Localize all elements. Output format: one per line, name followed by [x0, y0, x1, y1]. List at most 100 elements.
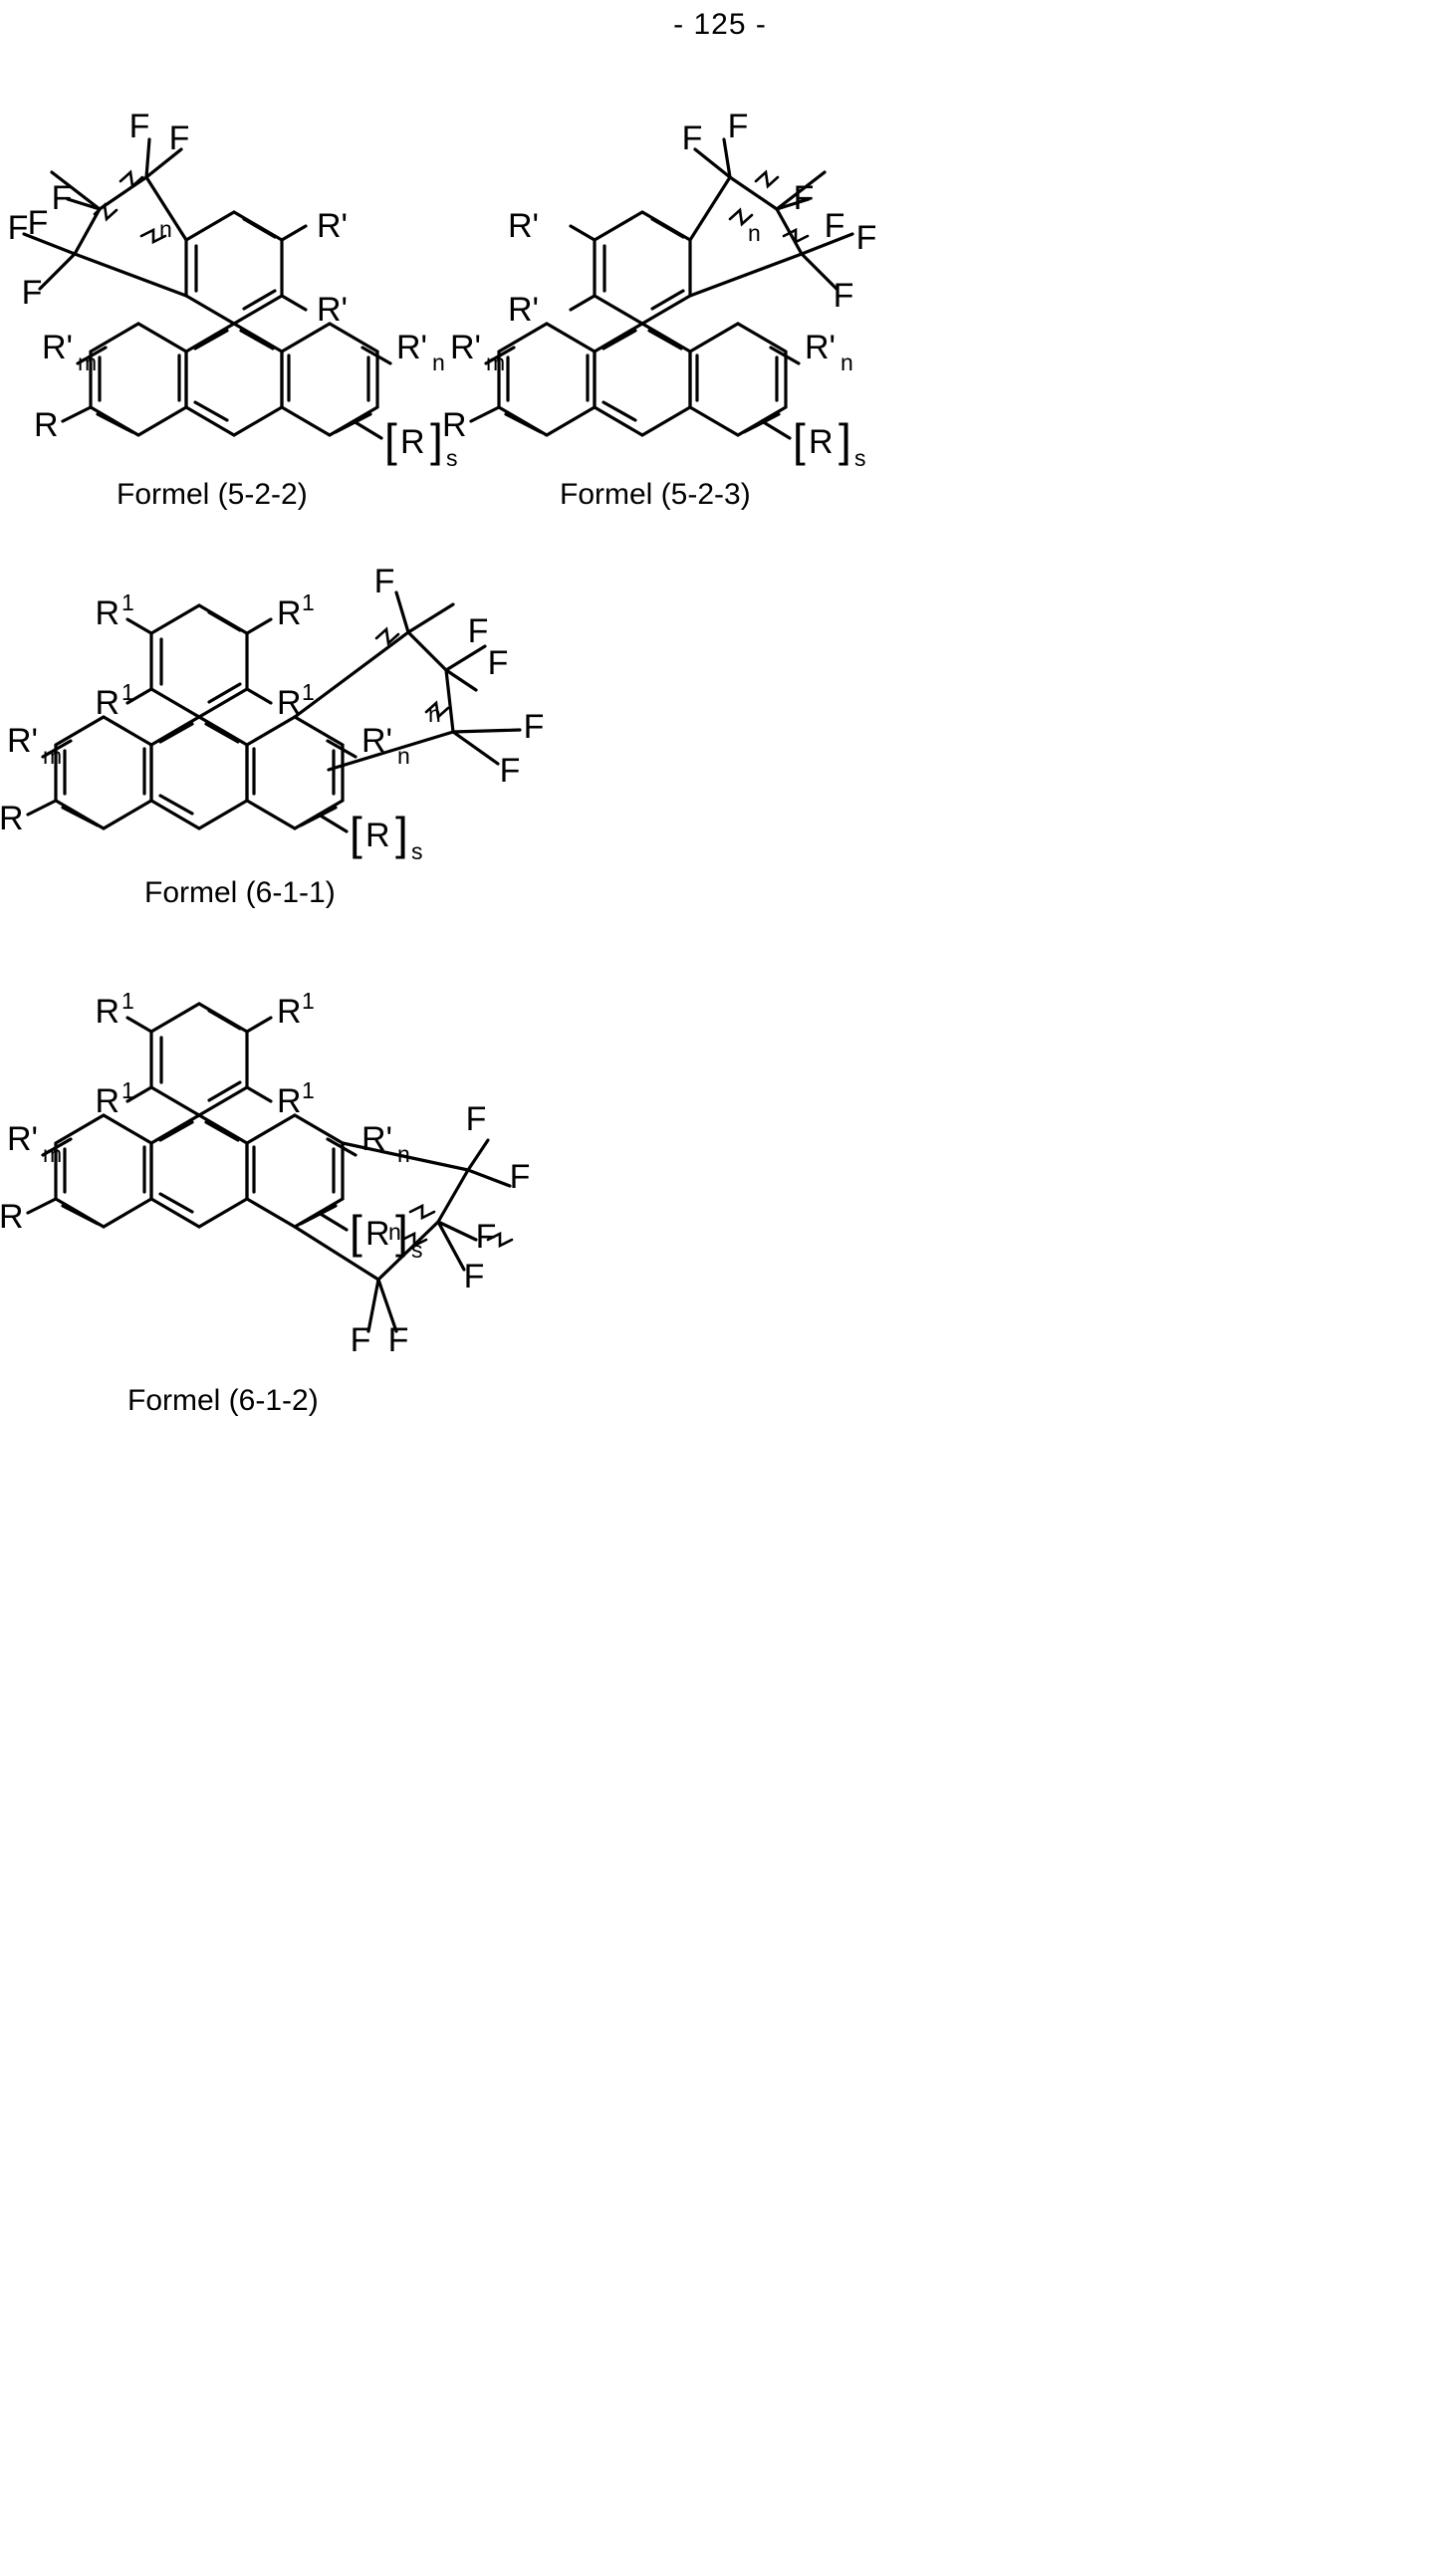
- chain-bond-F-d: [436, 1220, 466, 1272]
- central-inner-1: [193, 329, 229, 351]
- chain-bond-F-a: [394, 590, 410, 634]
- fluorine-label: F: [856, 219, 877, 257]
- top-ring-inner-bond-2: [207, 610, 242, 632]
- fluorine-label: F: [28, 204, 49, 242]
- subscript-n: n: [432, 350, 445, 375]
- chain-bond-2: [436, 1168, 470, 1224]
- bond-to-R1-mid-left: [125, 687, 153, 705]
- chain-bond-F-d: [22, 232, 77, 256]
- top-ring-inner-bond-3: [207, 682, 242, 704]
- left-ring-inner-3: [61, 806, 100, 827]
- structure-formel-5-2-3: F F F F F F R' R' R' m R' n R [ R ] s n: [442, 60, 931, 498]
- chain-bond-2: [728, 175, 779, 211]
- substituent-label-r-prime-n: R': [361, 722, 392, 760]
- central-inner-1: [601, 329, 637, 351]
- hash-mark-left: [484, 346, 516, 365]
- fluorine-label: F: [500, 752, 521, 790]
- repeat-squiggle-a: [374, 626, 400, 646]
- chem-diagram-6-1-2: F F F F F F R 1 R 1 R 1 R 1 R' m R' n R …: [0, 988, 531, 1359]
- superscript-1: 1: [121, 589, 134, 615]
- bond-to-R-bottom: [26, 1197, 58, 1215]
- fluorine-label: F: [468, 612, 489, 650]
- substituent-label-r1-mid-right: R: [277, 1082, 302, 1120]
- core-top-ring: [593, 210, 692, 326]
- substituent-label-r-prime-m: R': [42, 329, 73, 366]
- substituent-label-r-prime-upper: R': [508, 207, 539, 245]
- chain-bond-F-b: [466, 1168, 512, 1188]
- chain-bond-1: [341, 1141, 470, 1172]
- bond-to-R1-top-left: [125, 1016, 153, 1034]
- substituent-label-r-prime-m: R': [450, 329, 481, 366]
- chain-bond-F-a: [144, 137, 151, 179]
- bracket-open: [: [350, 1206, 362, 1258]
- substituent-label-r: R: [0, 800, 24, 837]
- bracket-content-r: R: [809, 423, 834, 461]
- fluorine-label: F: [794, 179, 815, 217]
- repeat-squiggle-c: [486, 1231, 514, 1249]
- chain-bond-F-e: [366, 1278, 380, 1333]
- fluorine-label: F: [825, 207, 845, 245]
- core-top-ring: [149, 603, 249, 719]
- chem-diagram-5-2-2: F F F F F F R' R' R' m R' n R [ R ] s n: [8, 108, 458, 471]
- substituent-label-r-prime-n: R': [361, 1120, 392, 1158]
- chain-bond-F-c: [66, 197, 102, 211]
- chain-subscript-n: n: [428, 701, 441, 727]
- superscript-1: 1: [121, 988, 134, 1014]
- central-inner-2: [158, 1192, 194, 1214]
- hash-mark-right: [769, 346, 801, 365]
- bracket-subscript-s: s: [411, 838, 423, 864]
- fluorine-label: F: [728, 108, 749, 145]
- chem-diagram-5-2-3: F F F F F F R' R' R' m R' n R [ R ] s n: [442, 108, 877, 471]
- hash-mark-left: [41, 739, 73, 759]
- core-central-ring: [593, 322, 692, 437]
- chain-bond-F-d: [800, 232, 854, 256]
- chain-bond-F-e: [451, 728, 522, 734]
- fluorine-label: F: [510, 1158, 531, 1196]
- chem-diagram-6-1-1: F F F F F R 1 R 1 R 1 R 1 R' m R' n R [ …: [0, 563, 544, 864]
- hash-mark-right: [360, 346, 392, 365]
- bond-to-R-prime-lower: [569, 294, 597, 312]
- bracket-close: ]: [839, 414, 851, 466]
- bond-to-R1-top-left: [125, 617, 153, 635]
- fluorine-label: F: [476, 1218, 497, 1256]
- substituent-label-r-prime-m: R': [7, 722, 38, 760]
- repeat-squiggle-b: [728, 207, 754, 227]
- fluorine-label: F: [488, 644, 509, 682]
- bond-to-R1-top-right: [245, 617, 273, 635]
- structure-formel-6-1-1: F F F F F R 1 R 1 R 1 R 1 R' m R' n R [ …: [0, 543, 578, 891]
- right-ring-inner-3: [299, 806, 338, 827]
- repeat-squiggle-c: [782, 227, 810, 245]
- chain-bond-3: [50, 170, 102, 211]
- repeat-squiggle-a: [754, 169, 780, 189]
- chain-subscript-n: n: [159, 216, 172, 242]
- chain-bond-1: [293, 630, 410, 719]
- bracket-content-r: R: [365, 817, 390, 854]
- top-ring-inner-bond-3: [650, 289, 685, 311]
- fluorine-label: F: [169, 119, 190, 157]
- bond-to-R-prime-upper: [569, 224, 597, 242]
- hash-mark-right: [326, 739, 358, 759]
- bracket-subscript-s: s: [411, 1237, 423, 1263]
- bracket-close: ]: [395, 1206, 408, 1258]
- bond-to-R-bottom: [61, 405, 93, 423]
- core-right-ring: [245, 1113, 345, 1229]
- chain-bond-1: [688, 175, 732, 242]
- core-central-ring: [149, 715, 249, 830]
- fluorine-label: F: [388, 1321, 409, 1359]
- chain-bond-F-b: [144, 147, 183, 179]
- subscript-m: m: [43, 1141, 62, 1167]
- fluorine-label: F: [22, 274, 43, 312]
- top-ring-inner-bond-2: [242, 217, 277, 239]
- substituent-label-r: R: [442, 406, 467, 444]
- repeat-squiggle-a: [119, 169, 144, 189]
- bond-to-R1-top-right: [245, 1016, 273, 1034]
- hash-mark-left: [76, 346, 108, 365]
- repeat-squiggle-b: [400, 1231, 428, 1249]
- superscript-1: 1: [302, 679, 315, 705]
- top-ring-inner-bond-3: [207, 1080, 242, 1102]
- bond-to-R-prime-upper: [280, 224, 308, 242]
- chain-bond-3: [775, 170, 827, 211]
- repeat-squiggle-c: [139, 227, 167, 245]
- substituent-label-r1-top-left: R: [95, 993, 120, 1031]
- subscript-m: m: [78, 350, 97, 375]
